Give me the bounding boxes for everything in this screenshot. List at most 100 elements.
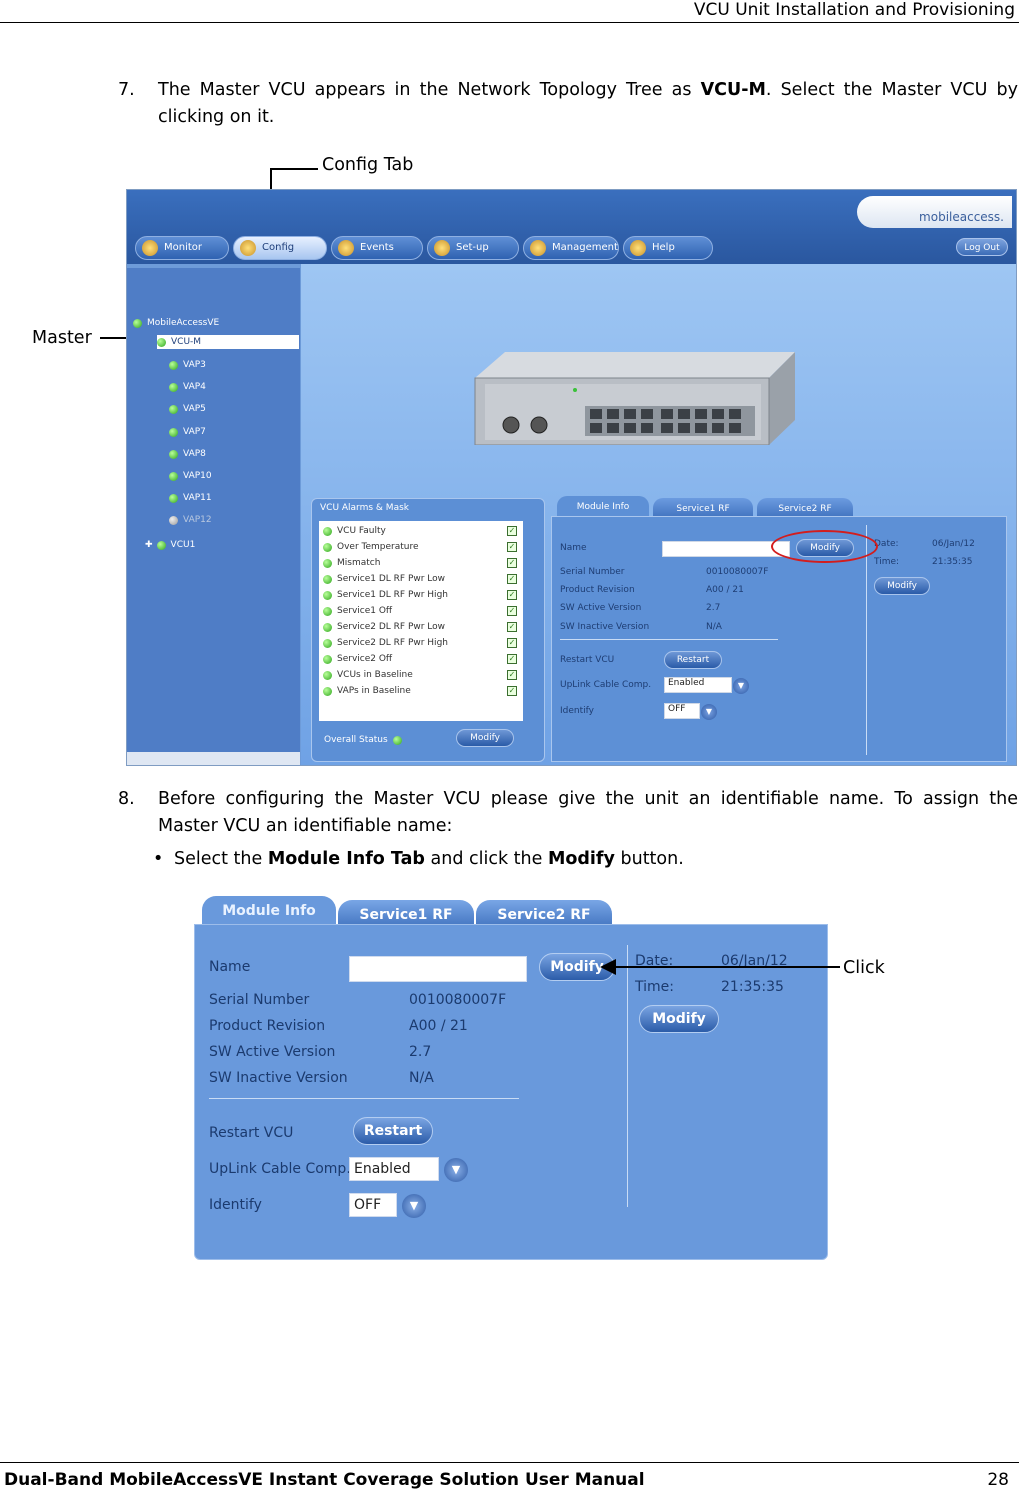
status-led-icon — [323, 654, 332, 664]
revision-value: A00 / 21 — [706, 585, 744, 595]
mask-checkbox[interactable]: ✓ — [507, 670, 517, 680]
tree-item-vap[interactable]: VAP4 — [169, 382, 206, 392]
status-led-icon — [392, 735, 402, 745]
vcu-device-image — [474, 352, 795, 445]
status-led-icon — [323, 638, 332, 648]
time-modify-button[interactable]: Modify — [639, 1005, 719, 1033]
serial-label: Serial Number — [209, 992, 310, 1008]
step-8: 8. Before configuring the Master VCU ple… — [118, 786, 1018, 840]
mask-checkbox[interactable]: ✓ — [507, 558, 517, 568]
tree-item-vcu-m[interactable]: VCU-M — [157, 337, 201, 347]
divider — [627, 945, 628, 1207]
uplink-select[interactable]: Enabled ▼ — [664, 677, 749, 694]
tab-setup[interactable]: Set-up — [427, 236, 519, 260]
tree-scrollbar[interactable] — [127, 752, 300, 765]
sw-active-value: 2.7 — [409, 1044, 432, 1060]
restart-button[interactable]: Restart — [353, 1117, 433, 1145]
tree-item-vap[interactable]: VAP12 — [169, 515, 212, 525]
tab-config[interactable]: Config — [233, 236, 327, 260]
tree-item-vap[interactable]: VAP11 — [169, 493, 212, 503]
status-led-icon — [133, 318, 142, 328]
tree-item-vap[interactable]: VAP10 — [169, 471, 212, 481]
mask-checkbox[interactable]: ✓ — [507, 542, 517, 552]
arrow-left-icon — [600, 959, 616, 975]
revision-label: Product Revision — [560, 585, 635, 595]
tab-service1-rf[interactable]: Service1 RF — [653, 498, 753, 520]
tab-service2-rf[interactable]: Service2 RF — [757, 498, 853, 520]
tab-help[interactable]: Help — [623, 236, 713, 260]
module-info-panel: Name Modify Date: 06/Jan/12 Time: 21:35:… — [551, 516, 1007, 762]
uplink-select[interactable]: Enabled ▼ — [349, 1157, 468, 1182]
sw-inactive-label: SW Inactive Version — [209, 1070, 348, 1086]
sw-active-value: 2.7 — [706, 603, 721, 613]
status-led-icon — [169, 360, 178, 370]
status-led-icon — [323, 558, 332, 568]
identify-label: Identify — [560, 706, 594, 716]
mask-checkbox[interactable]: ✓ — [507, 638, 517, 648]
panel-title: VCU Alarms & Mask — [320, 503, 409, 513]
chevron-down-icon[interactable]: ▼ — [701, 704, 717, 720]
revision-value: A00 / 21 — [409, 1018, 468, 1034]
tab-monitor[interactable]: Monitor — [135, 236, 229, 260]
tree-item-vap[interactable]: VAP8 — [169, 449, 206, 459]
identify-select[interactable]: OFF ▼ — [664, 703, 717, 720]
time-label: Time: — [874, 557, 900, 567]
chevron-down-icon[interactable]: ▼ — [402, 1194, 426, 1218]
time-modify-button[interactable]: Modify — [874, 577, 930, 595]
mask-checkbox[interactable]: ✓ — [507, 686, 517, 696]
restart-button[interactable]: Restart — [664, 651, 722, 669]
logo: mobileaccess. — [857, 196, 1012, 228]
tab-events[interactable]: Events — [331, 236, 423, 260]
step-text: . Select the Master VCU by clicking on i… — [158, 80, 1019, 127]
alarm-row: Service2 Off✓ — [323, 654, 521, 664]
step-number: 7. — [118, 80, 135, 100]
alarm-row: Service1 Off✓ — [323, 606, 521, 616]
identify-select[interactable]: OFF ▼ — [349, 1193, 426, 1218]
mask-checkbox[interactable]: ✓ — [507, 654, 517, 664]
status-led-icon — [323, 686, 332, 696]
overall-status: Overall Status — [324, 735, 407, 745]
status-led-icon — [169, 427, 178, 437]
module-info-panel: Name Modify Date: 06/Jan/12 Time: 21:35:… — [194, 924, 828, 1260]
mask-checkbox[interactable]: ✓ — [507, 622, 517, 632]
date-value: 06/Jan/12 — [721, 953, 788, 969]
tab-module-info[interactable]: Module Info — [557, 496, 649, 518]
revision-label: Product Revision — [209, 1018, 326, 1034]
mask-checkbox[interactable]: ✓ — [507, 526, 517, 536]
logout-button[interactable]: Log Out — [956, 238, 1008, 256]
tab-module-info[interactable]: Module Info — [202, 896, 336, 926]
mask-checkbox[interactable]: ✓ — [507, 574, 517, 584]
divider — [560, 639, 778, 640]
module-info-zoom-screenshot: Module Info Service1 RF Service2 RF Name… — [194, 892, 828, 1264]
serial-label: Serial Number — [560, 567, 625, 577]
chevron-down-icon[interactable]: ▼ — [733, 678, 749, 694]
divider — [209, 1098, 519, 1099]
tab-management[interactable]: Management — [523, 236, 619, 260]
mask-checkbox[interactable]: ✓ — [507, 590, 517, 600]
step-text: Before configuring the Master VCU please… — [158, 789, 1018, 836]
header-rule — [0, 22, 1019, 23]
tree-item-vcu1[interactable]: ✚VCU1 — [145, 540, 196, 550]
tree-item-vap[interactable]: VAP7 — [169, 427, 206, 437]
time-value: 21:35:35 — [721, 979, 784, 995]
tree-root[interactable]: MobileAccessVE — [133, 318, 219, 328]
chevron-down-icon[interactable]: ▼ — [444, 1158, 468, 1182]
status-led-icon — [323, 622, 332, 632]
bullet-dot: • — [153, 849, 164, 869]
tree-item-vap[interactable]: VAP5 — [169, 404, 206, 414]
bold-text: Module Info Tab — [267, 849, 425, 869]
restart-label: Restart VCU — [560, 655, 615, 665]
tree-item-vap[interactable]: VAP3 — [169, 360, 206, 370]
date-label: Date: — [635, 953, 674, 969]
mask-checkbox[interactable]: ✓ — [507, 606, 517, 616]
name-label: Name — [209, 959, 251, 975]
serial-value: 0010080007F — [706, 567, 769, 577]
expand-icon[interactable]: ✚ — [145, 540, 153, 550]
serial-value: 0010080007F — [409, 992, 507, 1008]
uplink-label: UpLink Cable Comp. — [209, 1161, 351, 1177]
page-number: 28 — [987, 1470, 1009, 1490]
management-icon — [530, 240, 546, 256]
alarms-modify-button[interactable]: Modify — [456, 729, 514, 747]
name-input[interactable] — [349, 956, 527, 982]
alarm-row: Over Temperature✓ — [323, 542, 521, 552]
